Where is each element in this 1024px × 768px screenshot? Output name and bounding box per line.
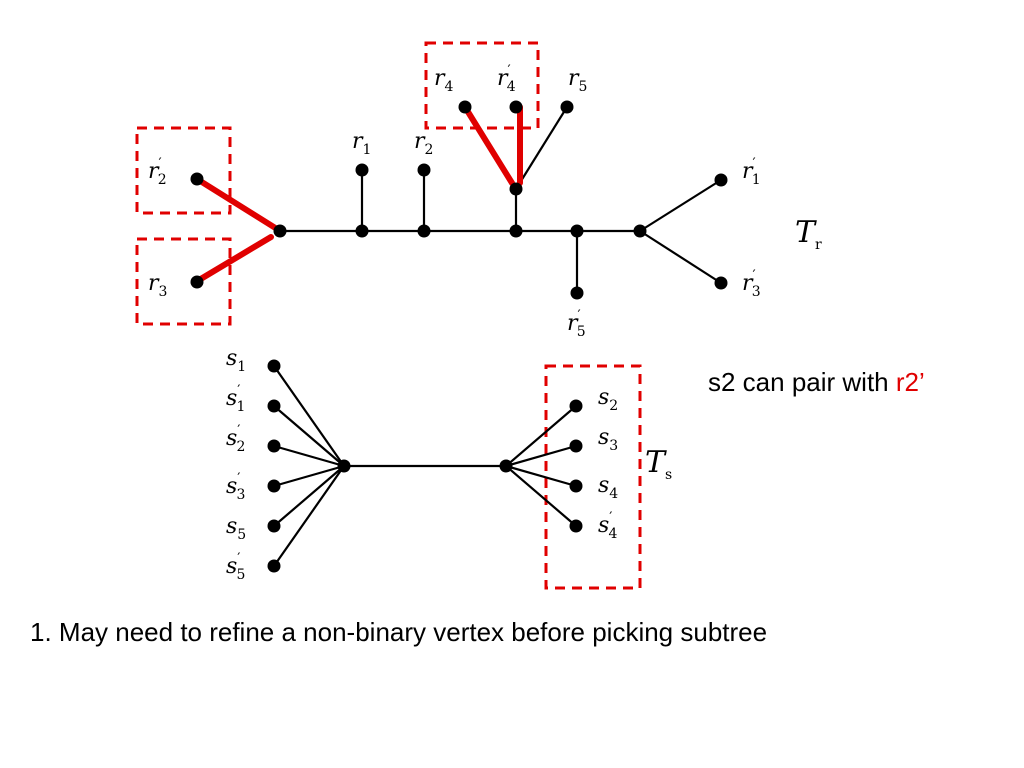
label-s4p: s′4	[598, 510, 617, 542]
label-s3p: s′3	[226, 471, 245, 503]
label-r1: r1	[352, 129, 371, 158]
tree-r-edges	[280, 106, 722, 293]
node-r4	[458, 100, 472, 114]
node-r2p	[190, 172, 204, 186]
node-s-internal-right	[499, 459, 513, 473]
pair-note-text: s2 can pair with	[708, 367, 896, 397]
node-r1p	[714, 173, 728, 187]
label-r3: r3	[148, 271, 167, 300]
tree-s-name: Ts	[645, 445, 672, 483]
label-r5: r5	[568, 66, 587, 95]
node-r-internal-6	[570, 224, 584, 238]
node-s4p	[569, 519, 583, 533]
node-s1p	[267, 399, 281, 413]
label-r1p: r′1	[742, 156, 761, 188]
node-s-internal-left	[337, 459, 351, 473]
node-s3p	[267, 479, 281, 493]
label-s5: s5	[226, 514, 246, 543]
node-r5p	[570, 286, 584, 300]
box-s-right	[544, 364, 642, 590]
node-r2	[417, 163, 431, 177]
node-r-internal-4	[509, 224, 523, 238]
label-s1: s1	[226, 346, 246, 375]
node-r4p	[509, 100, 523, 114]
tree-r-red-edges	[194, 104, 523, 283]
label-s1p: s′1	[226, 383, 245, 415]
node-r5	[560, 100, 574, 114]
label-s2: s2	[598, 385, 618, 414]
tree-r-name: Tr	[795, 215, 822, 253]
node-s1	[267, 359, 281, 373]
node-r-internal-1	[273, 224, 287, 238]
node-s2p	[267, 439, 281, 453]
tree-s-labels: s1 s′1 s′2 s′3 s5 s′5 s2 s3 s4 s′4 Ts	[226, 346, 672, 583]
node-r-internal-7	[633, 224, 647, 238]
node-s2	[569, 399, 583, 413]
tree-r-labels: r1 r2 r′2 r3 r4 r′4 r5 r′5 r′1 r′3 Tr	[148, 63, 822, 340]
label-r5p: r′5	[567, 308, 586, 340]
label-r3p: r′3	[742, 268, 761, 300]
label-s2p: s′2	[226, 423, 245, 455]
node-s5	[267, 519, 281, 533]
node-r3	[190, 275, 204, 289]
box-r4	[424, 41, 540, 130]
tree-r-nodes	[190, 100, 728, 300]
node-s4	[569, 479, 583, 493]
node-s3	[569, 439, 583, 453]
tree-s-edges	[273, 365, 577, 567]
node-r3p	[714, 276, 728, 290]
label-r2p: r′2	[148, 156, 167, 188]
node-r-internal-5	[509, 182, 523, 196]
label-s4: s4	[598, 473, 618, 502]
node-s5p	[267, 559, 281, 573]
label-s5p: s′5	[226, 551, 245, 583]
tree-s-nodes	[267, 359, 583, 573]
box-r2p	[135, 126, 232, 215]
box-r3	[135, 237, 232, 326]
node-r-internal-2	[355, 224, 369, 238]
label-r4: r4	[434, 66, 454, 95]
node-r1	[355, 163, 369, 177]
pair-note-highlight: r2’	[895, 367, 925, 397]
label-s3: s3	[598, 425, 618, 454]
label-r2: r2	[414, 129, 433, 158]
label-r4p: r′4	[497, 63, 516, 95]
highlight-boxes	[135, 41, 642, 590]
caption: 1. May need to refine a non-binary verte…	[30, 617, 768, 647]
pair-note: s2 can pair with r2’	[708, 367, 925, 398]
node-r-internal-3	[417, 224, 431, 238]
